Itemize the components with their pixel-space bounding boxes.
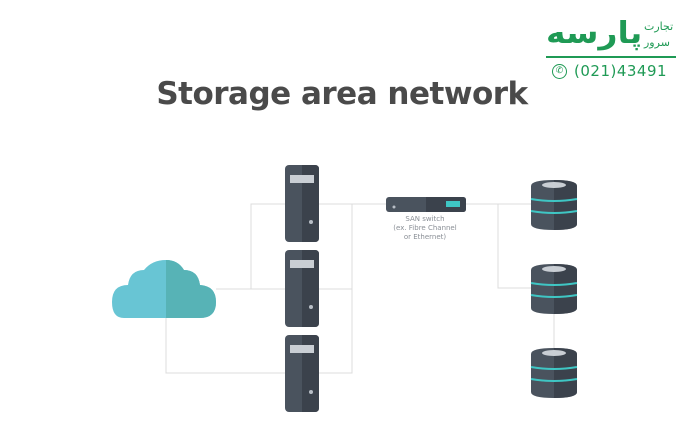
logo-brand-text: پارسه bbox=[546, 16, 643, 51]
san-switch-icon bbox=[386, 197, 466, 212]
san-switch-label: SAN switch (ex. Fibre Channel or Etherne… bbox=[370, 215, 480, 242]
phone-icon: ✆ bbox=[552, 64, 567, 79]
logo-divider bbox=[546, 56, 676, 58]
switch-label-line2: (ex. Fibre Channel bbox=[393, 224, 457, 232]
logo-subtitle-line1: تجارت bbox=[644, 20, 674, 33]
cloud-icon bbox=[112, 260, 216, 318]
storage-3-icon bbox=[530, 348, 578, 398]
connectors bbox=[165, 203, 555, 374]
connector-cloud-server1 bbox=[216, 203, 290, 290]
server-1-icon bbox=[285, 165, 319, 242]
switch-label-line1: SAN switch bbox=[405, 215, 445, 223]
logo-phone-number: (021)43491 bbox=[574, 62, 668, 80]
server-2-icon bbox=[285, 250, 319, 327]
logo-subtitle-line2: سرور bbox=[644, 36, 670, 49]
switch-label-line3: or Ethernet) bbox=[403, 233, 447, 241]
server-3-icon bbox=[285, 335, 319, 412]
connector-switch-storage2 bbox=[497, 204, 531, 289]
storage-1-icon bbox=[530, 180, 578, 230]
connector-cloud-server3 bbox=[165, 318, 290, 374]
storage-2-icon bbox=[530, 264, 578, 314]
company-logo: پارسه تجارت سرور ✆ (021)43491 bbox=[540, 14, 680, 84]
page-title: Storage area network bbox=[156, 76, 528, 112]
